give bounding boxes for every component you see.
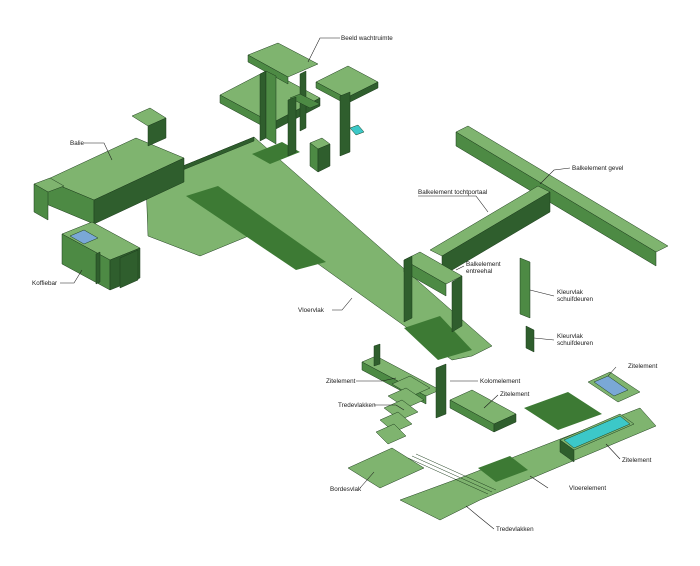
wacht-roof-2	[247, 42, 319, 78]
wacht-bench-top	[289, 93, 321, 109]
leader-kleurvlak-2	[533, 337, 555, 341]
leader-vloervlak	[332, 297, 353, 311]
leader-balie	[84, 142, 113, 161]
wacht-pillar-side-2	[317, 143, 331, 173]
lower-step-line-3	[415, 453, 497, 491]
label-kleurvlak-1-line1: Kleurvlak	[557, 289, 584, 296]
bordesvlak-shape	[347, 447, 425, 489]
wacht-side-3	[247, 54, 289, 85]
label-vloerelement: Vloerelement	[569, 485, 606, 492]
entree-post-right	[451, 275, 463, 333]
leader-tredevlakken-left	[374, 404, 405, 411]
wachtruimte-cluster	[219, 42, 379, 173]
kolom-side	[435, 363, 447, 419]
label-kleurvlak-2-line2: schuifdeuren	[557, 340, 594, 347]
leader-koffiebar	[60, 269, 83, 284]
balie-element	[33, 107, 185, 225]
leader-beeld-wachtruimte	[307, 37, 340, 63]
gevel-side	[455, 131, 657, 267]
tredevlakken-steps	[375, 375, 431, 445]
leader-zitelement-top-right	[607, 366, 617, 377]
label-vloervlak: Vloervlak	[298, 307, 325, 314]
kleurvlak-panels	[519, 257, 535, 353]
leader-lines	[60, 37, 621, 530]
vloer-dark-panel-1	[478, 456, 528, 482]
label-bordesvlak: Bordesvlak	[330, 486, 362, 493]
label-zitelement-mid: Zitelement	[500, 391, 530, 398]
leader-tredevlakken-bottom	[465, 505, 495, 530]
entree-post-left	[403, 255, 413, 323]
zit-tr-glass	[593, 375, 629, 397]
lower-steps	[407, 453, 497, 495]
vloer-dark-panel-2	[524, 392, 602, 430]
wacht-column-3	[339, 91, 351, 157]
label-kleurvlak-2-line1: Kleurvlak	[557, 333, 584, 340]
label-balkelement-tochtportaal: Balkelement tochtportaal	[418, 189, 487, 196]
lower-right-floor	[399, 371, 657, 521]
label-zitelement-top-right: Zitelement	[628, 363, 658, 370]
lower-step-line-1	[407, 457, 489, 495]
label-balkelement-entreehal-2: entreehal	[466, 268, 492, 275]
label-balkelement-gevel: Balkelement gevel	[572, 165, 623, 172]
label-beeld-wachtruimte: Beeld wachtruimte	[341, 35, 393, 42]
koffiebar-glass	[69, 229, 99, 245]
leader-zitelement-left	[356, 377, 397, 382]
label-kolomelement: Kolomelement	[480, 378, 521, 385]
zit-br-glass	[563, 415, 631, 449]
leader-balkelement-entreehal	[455, 265, 465, 271]
kleurvlak-panel-2	[525, 325, 535, 353]
leader-zitelement-mid	[483, 394, 499, 409]
kleurvlak-panel-1	[519, 257, 531, 319]
label-tredevlakken-bottom: Tredevlakken	[496, 526, 534, 533]
label-kleurvlak-1-line2: schuifdeuren	[557, 296, 594, 303]
label-balkelement-entreehal-1: Balkelement	[466, 261, 501, 268]
label-zitelement-bottom-right: Zitelement	[622, 457, 652, 464]
zit-br-side	[559, 439, 575, 463]
leader-kleurvlak-1	[529, 289, 555, 297]
label-zitelement-left: Zitelement	[326, 378, 356, 385]
balie-upper-side	[147, 117, 167, 147]
zit-mid-end	[493, 413, 517, 433]
step-5	[375, 423, 407, 445]
leader-balkelement-gevel	[539, 167, 571, 185]
koffiebar-element	[61, 221, 141, 291]
leader-balkelement-tochtportaal	[418, 195, 489, 213]
wacht-column-4	[287, 96, 297, 157]
wacht-column-1	[259, 70, 267, 142]
floor-dark-panel-2	[404, 316, 472, 360]
leader-zitelement-bottom-right	[605, 443, 621, 460]
balkelement-gevel	[455, 125, 669, 267]
labels: Beeld wachtruimte Balie Koffiebar Balkel…	[32, 35, 658, 533]
floor-dark-panel-1	[186, 186, 326, 270]
label-tredevlakken-left: Tredevlakken	[338, 402, 376, 409]
stair-cluster	[347, 343, 517, 489]
balie-front-right	[93, 157, 185, 225]
balie-end-side	[33, 183, 49, 221]
wacht-glass	[349, 124, 365, 136]
balkelement-entreehal	[403, 251, 463, 333]
koffiebar-cabinet	[119, 249, 139, 289]
zit-left-back	[373, 343, 381, 367]
label-koffiebar: Koffiebar	[32, 280, 57, 287]
leader-vloerelement	[529, 475, 549, 489]
label-balie: Balie	[70, 140, 84, 147]
lower-step-line-2	[411, 455, 493, 493]
wacht-column-1b	[265, 70, 277, 145]
leader-bordesvlak	[359, 471, 375, 489]
koffiebar-door	[95, 251, 101, 285]
